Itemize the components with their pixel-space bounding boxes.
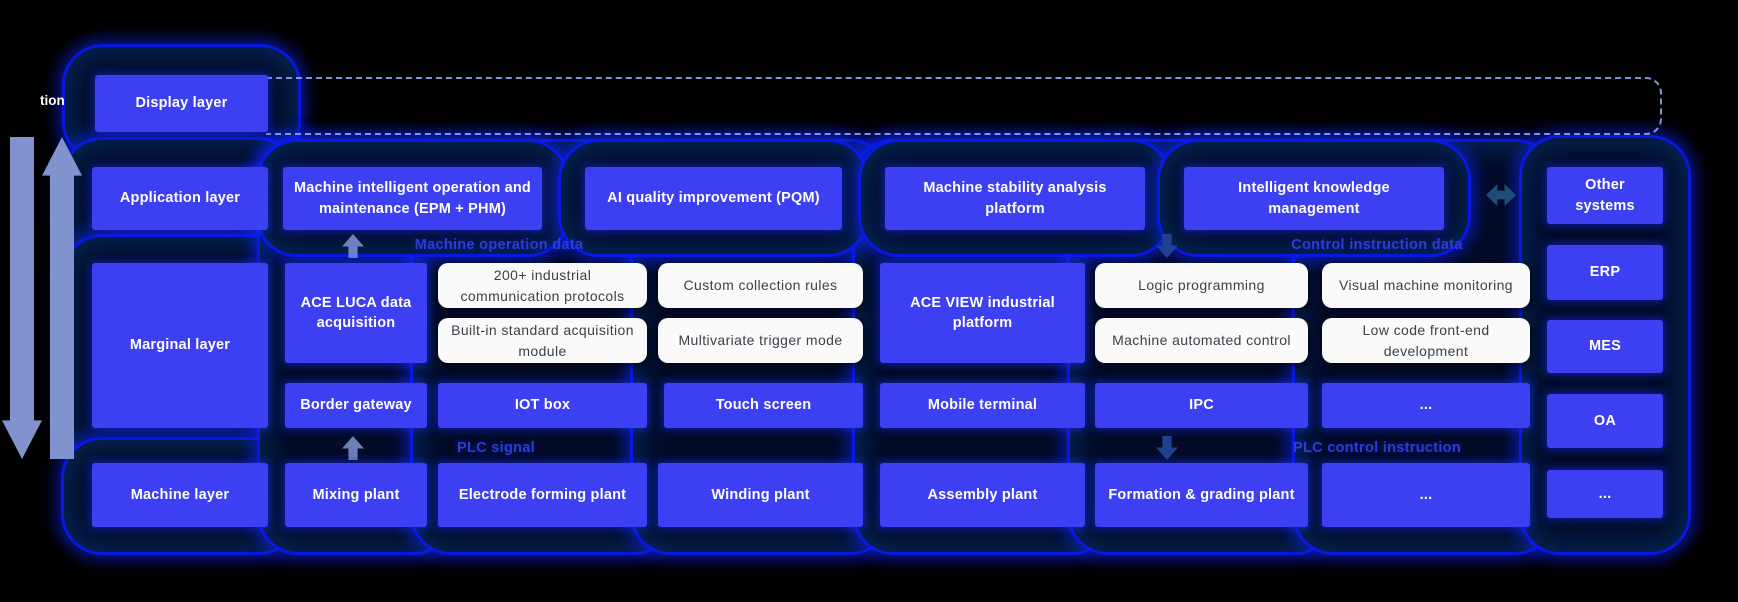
node-assembly-plant: Assembly plant <box>880 463 1085 527</box>
label-machine-operation-data: Machine operation data <box>414 237 584 253</box>
node-pqm: AI quality improvement (PQM) <box>585 167 842 230</box>
node-acquisition-module: Built-in standard acquisition module <box>438 318 647 363</box>
node-oa: OA <box>1547 394 1663 448</box>
node-winding-plant: Winding plant <box>658 463 863 527</box>
node-machine-layer: Machine layer <box>92 463 268 527</box>
clipped-edge-label: tion <box>40 93 65 108</box>
node-ace-luca: ACE LUCA data acquisition <box>285 263 427 363</box>
node-knowledge-management: Intelligent knowledge management <box>1184 167 1444 230</box>
node-logic-programming: Logic programming <box>1095 263 1308 308</box>
bidirectional-link-arrow <box>1486 184 1516 206</box>
node-touch-screen: Touch screen <box>664 383 863 428</box>
node-ace-view: ACE VIEW industrial platform <box>880 263 1085 363</box>
node-systems-more: ... <box>1547 470 1663 518</box>
node-protocols: 200+ industrial communication protocols <box>438 263 647 308</box>
downward-flow-arrow <box>2 137 42 459</box>
node-visual-monitoring: Visual machine monitoring <box>1322 263 1530 308</box>
node-automated-control: Machine automated control <box>1095 318 1308 363</box>
display-to-systems-dashed-connector <box>266 77 1662 135</box>
node-low-code: Low code front-end development <box>1322 318 1530 363</box>
node-gateway-more: ... <box>1322 383 1530 428</box>
node-trigger-mode: Multivariate trigger mode <box>658 318 863 363</box>
label-control-instruction-data: Control instruction data <box>1291 237 1463 253</box>
node-machine-more: ... <box>1322 463 1530 527</box>
node-mobile-terminal: Mobile terminal <box>880 383 1085 428</box>
node-stability-platform: Machine stability analysis platform <box>885 167 1145 230</box>
node-other-systems: Other systems <box>1547 167 1663 224</box>
node-epm-phm: Machine intelligent operation and mainte… <box>283 167 542 230</box>
node-ipc: IPC <box>1095 383 1308 428</box>
node-marginal-layer: Marginal layer <box>92 263 268 428</box>
node-display-layer: Display layer <box>95 75 268 132</box>
node-erp: ERP <box>1547 245 1663 300</box>
node-electrode-plant: Electrode forming plant <box>438 463 647 527</box>
label-plc-signal: PLC signal <box>457 440 535 456</box>
node-formation-plant: Formation & grading plant <box>1095 463 1308 527</box>
label-plc-control-instruction: PLC control instruction <box>1292 440 1461 456</box>
node-mixing-plant: Mixing plant <box>285 463 427 527</box>
node-iot-box: IOT box <box>438 383 647 428</box>
node-border-gateway: Border gateway <box>285 383 427 428</box>
node-collection-rules: Custom collection rules <box>658 263 863 308</box>
node-application-layer: Application layer <box>92 167 268 230</box>
node-mes: MES <box>1547 320 1663 373</box>
